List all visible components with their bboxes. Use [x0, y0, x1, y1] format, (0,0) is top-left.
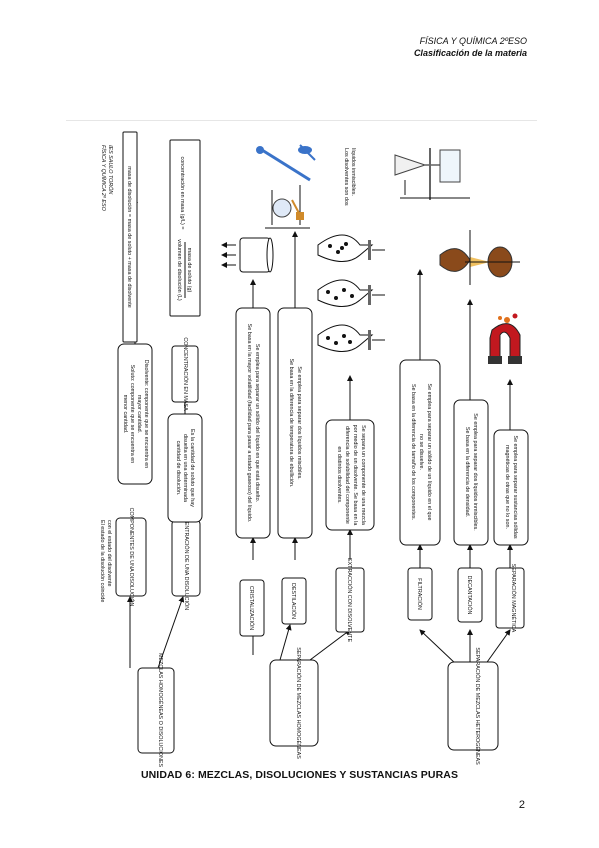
componentes-note-2: con el estado del disolvente: [106, 520, 112, 587]
disolventes-note: Los disolventes son dos líquidos inmisci…: [343, 148, 356, 206]
extraccion-desc-1: Se separa un componente de una mezcla: [360, 425, 366, 525]
concentracion-label: CONCENTRACIÓN DE UNA DISOLUCIÓN: [183, 506, 190, 610]
conc-formula-den: volumen de disolución (L): [176, 239, 182, 301]
componentes-desc-4: menor cantidad.: [122, 395, 128, 434]
concentracion-desc-2: disuelta en una determinada: [182, 434, 188, 502]
node-separacion-heterogeneas: SEPARACIÓN DE MEZCLAS HETEROGÉNEAS: [447, 647, 499, 765]
node-conc-masa: CONCENTRACIÓN EN MASA: [171, 337, 199, 411]
conc-formula-num: masa de soluto (g): [186, 248, 192, 293]
node-separacion-homogeneas: SEPARACIÓN DE MEZCLAS HOMOGÉNEAS: [269, 647, 319, 759]
magnet-illustration: [488, 313, 522, 364]
node-componentes: COMPONENTES DE UNA DISOLUCIÓN El estado …: [99, 508, 147, 607]
node-conc-formula: concentración en masa (g/L) = masa de so…: [169, 139, 201, 317]
diagram-corner-title: FÍSICA Y QUÍMICA 2º ESO IES SAULO TORÓN: [100, 145, 114, 212]
concentracion-desc-3: cantidad de disolución.: [175, 441, 181, 496]
separatory-funnels-illustration: [317, 234, 385, 352]
node-extraccion-desc: Se separa un componente de una mezcla po…: [325, 419, 375, 531]
disolventes-note-2: líquidos inmiscibles.: [350, 148, 356, 196]
decantation-apparatus-illustration: [439, 230, 520, 285]
filtracion-desc-3: Se basa en la diferencia de tamaño de lo…: [410, 384, 416, 520]
filtracion-label: FILTRACIÓN: [416, 578, 423, 610]
separacion-homogeneas-label: SEPARACIÓN DE MEZCLAS HOMOGÉNEAS: [295, 647, 302, 759]
node-filtracion: FILTRACIÓN: [407, 567, 433, 621]
evaporating-dish-illustration: [221, 237, 274, 273]
node-separacion-magnetica: SEPARACIÓN MAGNÉTICA: [495, 564, 525, 633]
destilacion-desc-2: Se basa en la diferencia de temperatura …: [288, 359, 294, 488]
componentes-desc-3: Soluto: componente que se encuentra en: [129, 365, 135, 464]
node-decantacion: DECANTACIÓN: [457, 567, 483, 623]
componentes-desc-2: mayor cantidad.: [136, 395, 142, 433]
componentes-desc-1: Disolvente: componente que se encuentra …: [143, 360, 149, 468]
node-filtracion-desc: Se emplea para separar un sólido de un l…: [399, 359, 441, 546]
separacion-magnetica-label: SEPARACIÓN MAGNÉTICA: [510, 564, 517, 633]
componentes-note-1: El estado de la disolución coincide: [99, 520, 105, 602]
separacion-heterogeneas-label: SEPARACIÓN DE MEZCLAS HETEROGÉNEAS: [474, 647, 481, 765]
node-destilacion-desc: Se emplea para separar dos líquidos misc…: [277, 307, 313, 539]
node-cristalizacion-desc: Se emplea para separar un sólido del líq…: [235, 307, 271, 539]
node-masa-formula: masa de disolución = masa de soluto + ma…: [122, 131, 138, 343]
page-number: 2: [518, 799, 525, 811]
cristalizacion-desc-1: Se emplea para separar un sólido del líq…: [254, 344, 260, 502]
node-mezclas-homogeneas: MEZCLAS HOMOGÉNEAS O DISOLUCIONES: [137, 653, 175, 768]
page-header: FÍSICA Y QUÍMICA 2ºESO Clasificación de …: [414, 35, 527, 59]
disolventes-note-1: Los disolventes son dos: [343, 148, 349, 206]
conc-masa-label: CONCENTRACIÓN EN MASA: [182, 337, 189, 411]
mezclas-homogeneas-label: MEZCLAS HOMOGÉNEAS O DISOLUCIONES: [157, 653, 164, 768]
conc-formula-lhs: concentración en masa (g/L) =: [179, 157, 185, 230]
cristalizacion-desc-2: Se basa en la mayor volatilidad (facilid…: [246, 324, 252, 523]
decantacion-label: DECANTACIÓN: [466, 576, 473, 615]
node-magnetica-desc: Se emplea para separar sustancias sólida…: [493, 429, 529, 546]
node-decantacion-desc: Se emplea para separar dos líquidos inmi…: [453, 399, 489, 546]
node-componentes-desc: Disolvente: componente que se encuentra …: [117, 343, 153, 485]
magnetica-desc-2: magnéticas de otras que no lo son.: [504, 445, 510, 529]
destilacion-desc-1: Se emplea para separar dos líquidos misc…: [296, 366, 302, 479]
masa-formula-text: masa de disolución = masa de soluto + ma…: [126, 166, 132, 307]
corner-title-line1: FÍSICA Y QUÍMICA 2º ESO: [100, 145, 107, 212]
header-rule: [66, 120, 537, 121]
corner-title-line2: IES SAULO TORÓN: [107, 145, 114, 194]
decantacion-desc-1: Se emplea para separar dos líquidos inmi…: [472, 413, 478, 530]
destilacion-label: DESTILACIÓN: [290, 583, 297, 619]
header-subject: FÍSICA Y QUÍMICA 2ºESO: [419, 36, 527, 46]
decantacion-desc-2: Se basa en la diferencia de densidad.: [464, 427, 470, 517]
extraccion-desc-3: diferencia de solubilidad del componente: [344, 426, 350, 524]
header-topic: Clasificación de la materia: [413, 48, 527, 58]
filtracion-desc-1: Se emplea para separar un sólido de un l…: [426, 384, 432, 521]
footer-title: UNIDAD 6: MEZCLAS, DISOLUCIONES Y SUSTAN…: [140, 769, 459, 781]
componentes-label: COMPONENTES DE UNA DISOLUCIÓN: [128, 508, 135, 607]
node-destilacion: DESTILACIÓN: [281, 577, 307, 625]
extraccion-label: EXTRACCIÓN CON DISOLVENTE: [346, 558, 353, 642]
filtracion-desc-2: no se disuelve.: [418, 434, 424, 470]
magnetica-desc-1: Se emplea para separar sustancias sólida…: [512, 435, 518, 538]
concentracion-desc-1: Es la cantidad de soluto que hay: [189, 429, 195, 507]
node-extraccion: EXTRACCIÓN CON DISOLVENTE: [335, 558, 365, 642]
extraccion-desc-4: en distintos disolventes.: [336, 446, 342, 503]
distillation-apparatus-illustration: [256, 144, 316, 229]
extraccion-desc-2: por medio de un disolvente. Se basa en l…: [352, 425, 358, 526]
node-cristalizacion: CRISTALIZACIÓN: [239, 579, 265, 637]
node-concentracion-desc: Es la cantidad de soluto que hay disuelt…: [167, 413, 203, 523]
filtration-apparatus-illustration: [394, 148, 470, 200]
cristalizacion-label: CRISTALIZACIÓN: [248, 586, 255, 630]
